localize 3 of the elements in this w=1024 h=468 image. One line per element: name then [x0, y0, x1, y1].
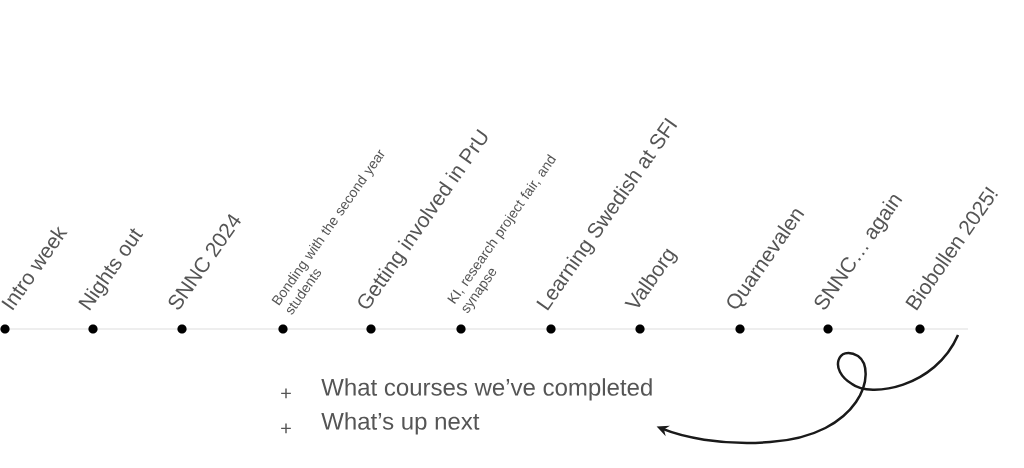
bullet-list: What courses we’ve completed What’s up next [321, 378, 652, 435]
bullet-sign: + [281, 423, 291, 434]
bullet-sign: + [281, 388, 291, 399]
